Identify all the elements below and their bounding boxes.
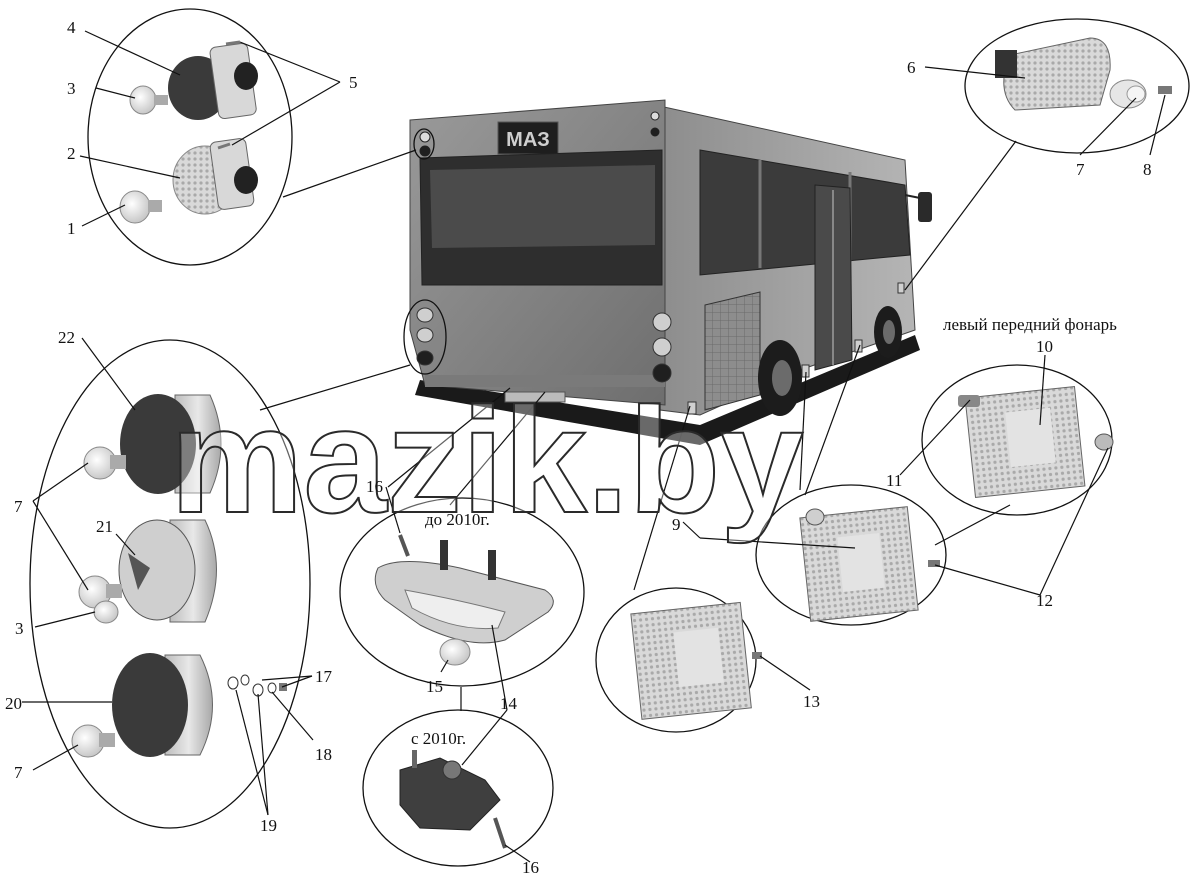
bus-illustration: МАЗ	[409, 99, 932, 445]
detail-reflector-middle	[755, 484, 947, 626]
callout-oval-rear-lights	[403, 299, 447, 375]
detail-licence-lamp-from-2010	[362, 709, 554, 867]
callout-6: 6	[907, 58, 916, 77]
callout-8: 8	[1143, 160, 1152, 179]
callout-5: 5	[349, 73, 358, 92]
bus-destination-display: МАЗ	[506, 129, 550, 151]
detail-reflector-lower	[595, 587, 762, 733]
callout-20: 20	[5, 694, 22, 713]
callout-19: 19	[260, 816, 277, 835]
connector-lines	[259, 140, 1017, 711]
callout-numbers: 4 3 5 2 1 6 7 8 22 7 21 3 20 17 18 7 19 …	[5, 18, 1152, 877]
callout-3-left: 3	[15, 619, 24, 638]
callout-22: 22	[58, 328, 75, 347]
callout-15: 15	[426, 677, 443, 696]
detail-licence-lamp-before-2010	[339, 497, 585, 687]
callout-4: 4	[67, 18, 76, 37]
callout-9: 9	[672, 515, 681, 534]
callout-16-bottom: 16	[522, 858, 539, 877]
callout-11: 11	[886, 471, 902, 490]
callout-16-top: 16	[366, 477, 383, 496]
callout-13: 13	[803, 692, 820, 711]
caption-left-front-lamp: левый передний фонарь	[943, 315, 1117, 334]
callout-1: 1	[67, 219, 76, 238]
callout-21: 21	[96, 517, 113, 536]
detail-top-left-lamps	[87, 8, 293, 266]
callout-18: 18	[315, 745, 332, 764]
callout-10: 10	[1036, 337, 1053, 356]
callout-14: 14	[500, 694, 518, 713]
callout-3: 3	[67, 79, 76, 98]
watermark: mazik.by	[170, 376, 804, 544]
leader-lines	[22, 30, 1166, 863]
caption-before-2010: до 2010г.	[425, 510, 490, 529]
detail-rear-lamps-cluster	[29, 339, 311, 829]
detail-left-front-lamp	[921, 364, 1114, 516]
callout-7-bottom: 7	[14, 763, 23, 782]
callout-17: 17	[315, 667, 333, 686]
callout-12: 12	[1036, 591, 1053, 610]
callout-oval-top-marker	[413, 128, 435, 160]
callout-2: 2	[67, 144, 76, 163]
detail-side-marker-lamp	[964, 18, 1190, 154]
caption-from-2010: с 2010г.	[411, 729, 466, 748]
callout-7-top: 7	[1076, 160, 1085, 179]
callout-7-left: 7	[14, 497, 23, 516]
